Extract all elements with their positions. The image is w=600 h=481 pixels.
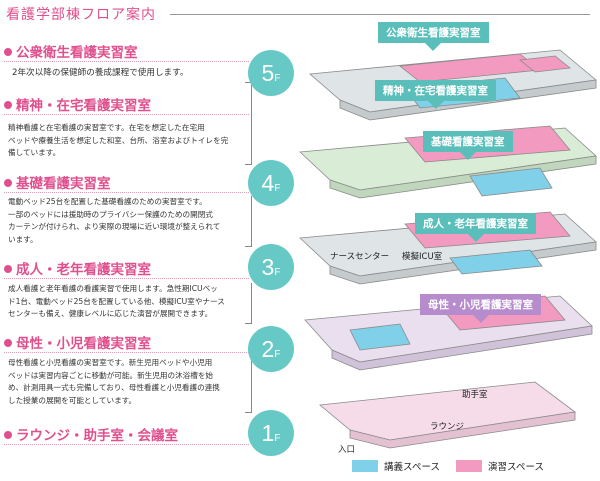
tag-fundamental: 基礎看護実習室 [423,131,513,160]
floor-badge-4f: 4F [248,160,294,206]
section-heading-maternal-child: 母性・小児看護実習室 [4,332,151,352]
tag-psych-home: 精神・在宅看護実習室 [375,80,496,109]
bullet-icon [4,339,12,347]
floor-badge-3f: 3F [248,244,294,290]
section-desc-fundamental: 電動ベッド25台を配置した基礎看護のための実習室です。 一部のベッドには援助時の… [8,197,221,244]
tag-maternal-child: 母性・小児看護実習室 [420,294,541,323]
section-heading-psych-home: 精神・在宅看護実習室 [4,94,151,114]
section-heading-public-health: 公衆衛生看護実習室 [4,41,138,61]
legend-label-lecture: 講義スペース [384,462,440,473]
bullet-icon [4,101,12,109]
pointer-arrow-icon [425,43,442,51]
legend-label-practice: 演習スペース [488,462,544,473]
section-desc-adult-geriatric: 成人看護と老年看護の看護実習で使用します。急性期ICUベッ ド1台、電動ベッド2… [8,284,225,319]
label-lounge: ラウンジ [430,422,465,432]
bullet-icon [4,431,12,439]
label-mock-icu: 模擬ICU室 [402,252,443,262]
pointer-arrow-icon [472,315,489,323]
section-heading-text: ラウンジ・助手室・会議室 [16,428,178,444]
bullet-icon [4,48,12,56]
heading-rule [4,352,249,353]
floor-badge-2f: 2F [248,326,294,372]
heading-rule [4,192,249,193]
floor-plan-1f [319,381,577,449]
section-desc-public-health: 2年次以降の保健師の養成課程で使用します。 [12,68,189,78]
section-heading-text: 成人・老年看護実習室 [16,262,151,278]
page-title: 看護学部棟フロア案内 [6,7,156,23]
tag-public-health: 公衆衛生看護実習室 [378,22,489,51]
pointer-arrow-icon [459,152,476,160]
section-desc-psych-home: 精神看護と在宅看護の実習室です。在宅を想定した在宅用 ベッドや療養生活を想定した… [8,123,229,158]
legend-swatch-lecture [352,460,378,472]
bracket-line [245,196,252,247]
section-desc-maternal-child: 母性看護と小児看護の実習室です。新生児用ベッドや小児用 ベッドは実習内容ごとに移… [8,358,220,405]
section-heading-text: 精神・在宅看護実習室 [16,98,151,114]
label-nurse-center: ナースセンター [330,252,390,262]
label-assistant-room: 助手室 [462,390,488,400]
section-heading-adult-geriatric: 成人・老年看護実習室 [4,258,151,278]
section-heading-text: 基礎看護実習室 [16,176,111,192]
bracket-line [245,74,252,165]
bullet-icon [4,179,12,187]
floor-badge-1f: 1F [248,410,294,456]
section-heading-fundamental: 基礎看護実習室 [4,172,111,192]
legend-swatch-practice [456,460,482,472]
tag-adult-geriatric: 成人・老年看護実習室 [415,213,536,242]
bracket-line [245,357,252,413]
label-entrance: 入口 [338,445,356,455]
heading-rule [4,61,249,62]
title-rule [170,14,590,15]
heading-rule [4,444,249,445]
section-heading-text: 母性・小児看護実習室 [16,336,151,352]
bracket-line [245,283,252,324]
heading-rule [4,114,249,115]
pointer-arrow-icon [427,101,444,109]
section-heading-lounge: ラウンジ・助手室・会議室 [4,424,178,444]
section-heading-text: 公衆衛生看護実習室 [16,45,138,61]
heading-rule [4,278,249,279]
pointer-arrow-icon [467,234,484,242]
floor-badge-5f: 5F [248,50,294,96]
bullet-icon [4,265,12,273]
